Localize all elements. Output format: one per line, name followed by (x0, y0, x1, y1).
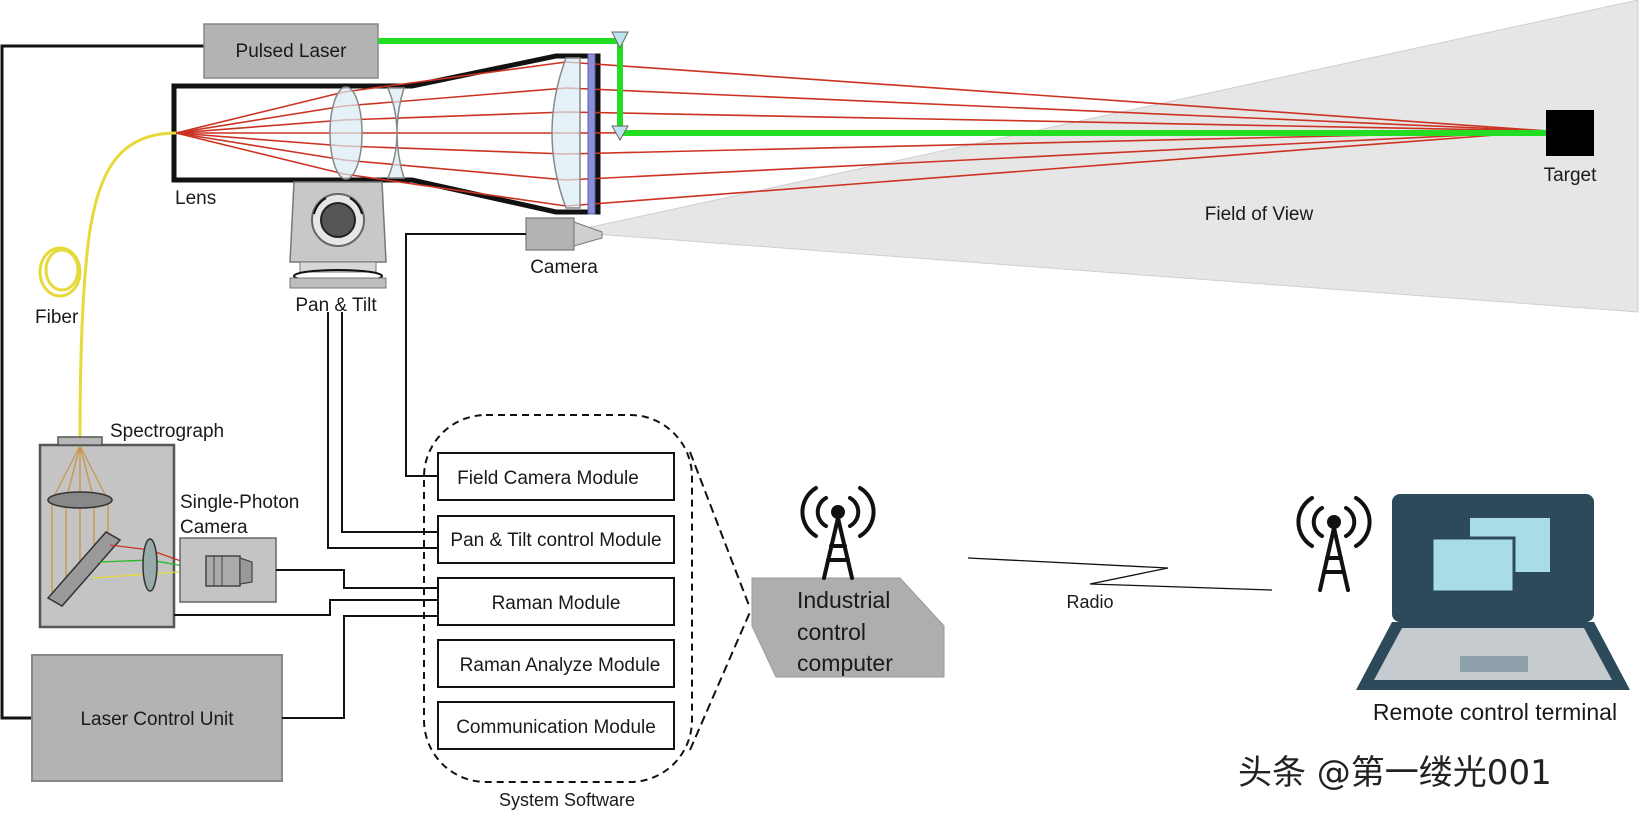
module-pan-tilt-control-label: Pan & Tilt control Module (450, 530, 661, 551)
lens-element-1 (329, 86, 363, 180)
pan-tilt-label: Pan & Tilt (295, 295, 377, 316)
module-raman-analyze-label: Raman Analyze Module (460, 655, 661, 676)
industrial-computer-label-2: control (797, 619, 866, 645)
watermark: 头条 @第一缕光001 (1238, 753, 1552, 793)
radio-link (967, 557, 1273, 591)
remote-terminal-label: Remote control terminal (1373, 699, 1617, 725)
fiber-coil-1 (38, 246, 82, 298)
lens-element-2 (386, 87, 406, 179)
fiber-label: Fiber (35, 307, 79, 328)
lens-telescope-body (171, 53, 601, 215)
module-raman-analyze[interactable]: Raman Analyze Module (437, 639, 675, 688)
spectrograph-label: Spectrograph (110, 421, 224, 442)
single-photon-camera-icon (205, 555, 253, 587)
laser-beam (378, 38, 1548, 136)
system-software-label: System Software (499, 790, 635, 810)
module-raman[interactable]: Raman Module (437, 577, 675, 626)
target-label: Target (1544, 165, 1598, 186)
industrial-computer-label-1: Industrial (797, 587, 890, 613)
single-photon-label-2: Camera (180, 517, 248, 538)
terminal-antenna-icon (1296, 496, 1372, 592)
window-plate (587, 53, 596, 215)
industrial-computer-box (751, 577, 945, 678)
system-software-container (423, 414, 693, 783)
module-field-camera[interactable]: Field Camera Module (437, 452, 675, 501)
radio-label: Radio (1066, 592, 1113, 612)
module-wiring (174, 233, 526, 719)
lens-label: Lens (175, 188, 216, 209)
spectrograph-icon (38, 436, 207, 629)
module-raman-label: Raman Module (492, 593, 621, 614)
laser-control-unit-box (31, 654, 283, 782)
camera-icon (525, 217, 575, 251)
pan-tilt-icon (289, 181, 387, 289)
expansion-line-bottom (689, 611, 751, 751)
laser-control-wire (0, 44, 204, 720)
module-pan-tilt-control[interactable]: Pan & Tilt control Module (437, 515, 675, 564)
pulsed-laser-box (203, 23, 379, 79)
pulsed-laser-label: Pulsed Laser (236, 41, 348, 62)
expansion-line-top (689, 451, 751, 609)
industrial-computer-label-3: computer (797, 650, 893, 676)
module-communication[interactable]: Communication Module (437, 701, 675, 750)
single-photon-label-1: Single-Photon (180, 492, 299, 513)
module-communication-label: Communication Module (456, 717, 656, 738)
target-block (1546, 110, 1594, 156)
module-field-camera-label: Field Camera Module (457, 468, 639, 489)
field-of-view-label: Field of View (1205, 204, 1314, 225)
fiber-coil-2 (44, 248, 80, 292)
camera-label: Camera (530, 257, 598, 278)
antenna-icon (800, 486, 876, 580)
mirror-bottom (611, 125, 629, 142)
fiber-cable (78, 131, 177, 441)
laser-control-unit-label: Laser Control Unit (80, 709, 234, 730)
camera-lens-cone (573, 221, 603, 247)
field-of-view-cone (567, 0, 1639, 313)
laptop-icon (1356, 494, 1630, 690)
lens-element-main (551, 57, 581, 209)
mirror-top (611, 31, 629, 50)
